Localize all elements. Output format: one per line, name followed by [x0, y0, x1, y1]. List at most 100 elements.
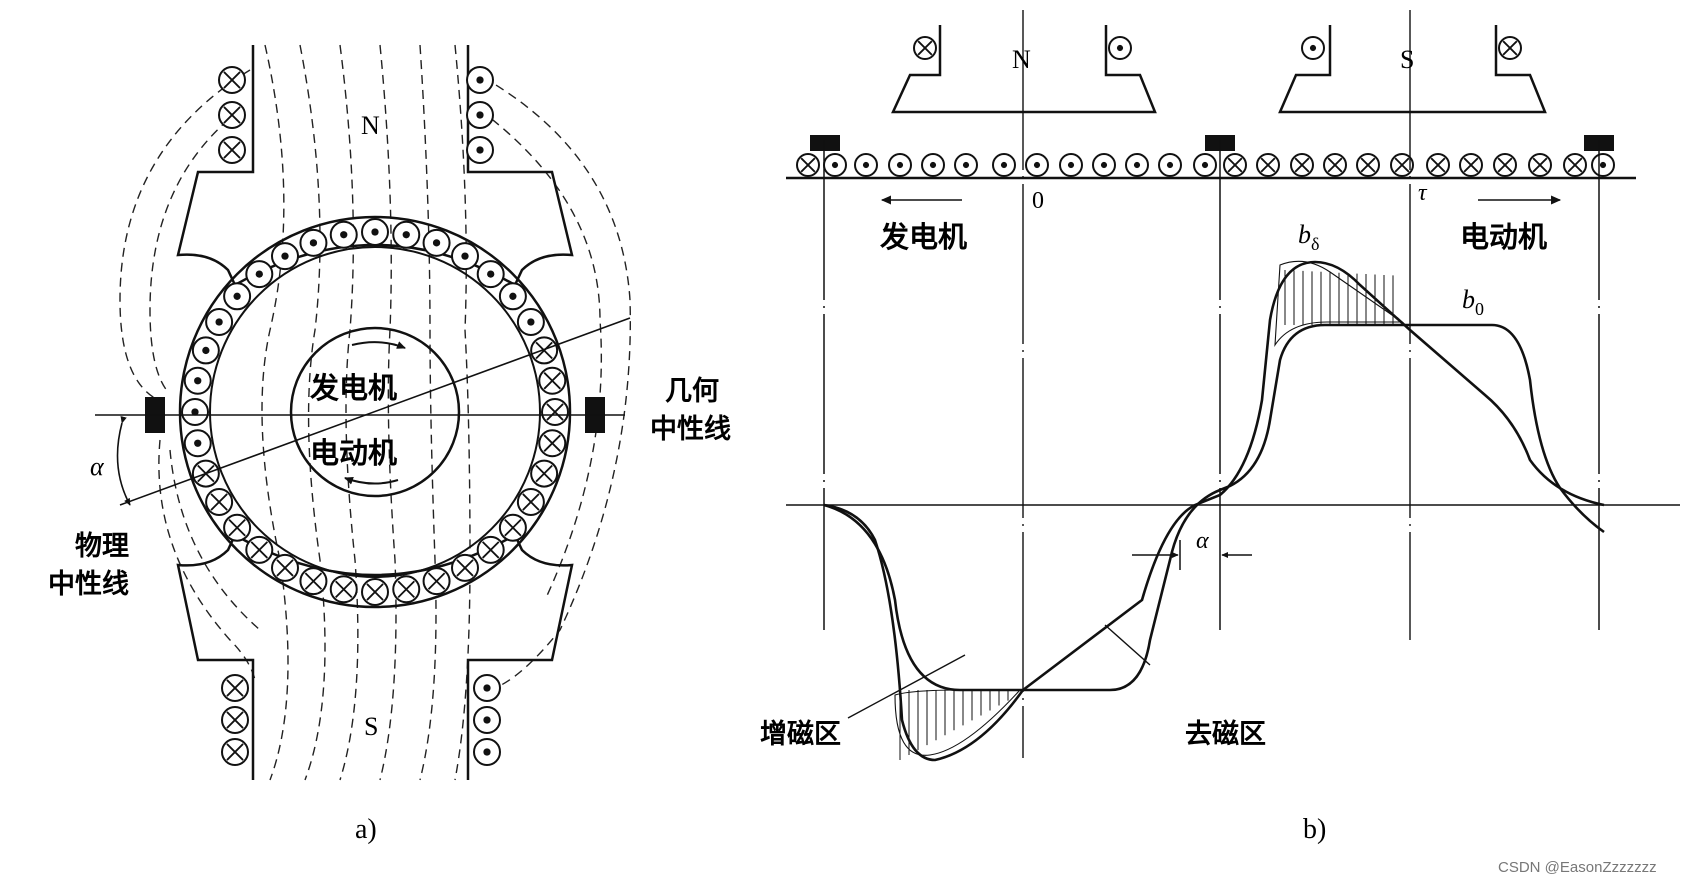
- panel-a-machine-cross-section: N S 发电机 电动机 几何 中性线 物理 中性线 α a): [48, 44, 731, 845]
- hatch-lines: [899, 270, 1394, 760]
- magnetizing-zone-label: 增磁区: [760, 718, 841, 750]
- flux-line: [261, 44, 289, 781]
- conductor-dot-icon: [392, 220, 421, 249]
- pole-coils: [913, 36, 1522, 60]
- pole-coil-cross-icon: [913, 36, 937, 60]
- armature-dot-icon: [992, 153, 1016, 177]
- pole-coil-cross-icon: [1498, 36, 1522, 60]
- armature-dot-icon: [1025, 153, 1049, 177]
- b-delta-curve: [823, 260, 1605, 762]
- flux-line: [169, 449, 261, 631]
- b-delta-subscript: δ: [1311, 234, 1319, 254]
- field-coil-dot-icon: [466, 101, 494, 129]
- flux-line: [299, 44, 326, 781]
- flux-line: [149, 109, 241, 393]
- brush-b-left: [810, 135, 840, 151]
- field-coils: [218, 66, 501, 766]
- conductor-dot-icon: [516, 308, 545, 336]
- armature-cross-icon: [1459, 153, 1483, 177]
- conductor-cross-icon: [271, 553, 299, 582]
- armature-cross-icon: [1528, 153, 1552, 177]
- conductor-cross-icon: [329, 575, 358, 604]
- conductor-dot-icon: [181, 398, 209, 426]
- conductor-dot-icon: [191, 336, 220, 365]
- conductor-cross-icon: [530, 336, 559, 365]
- b0-curve: [823, 323, 1605, 692]
- conductor-dot-icon: [299, 228, 328, 257]
- conductor-dot-icon: [498, 282, 527, 311]
- b-delta-label: bδ: [1298, 220, 1319, 254]
- armature-dot-icon: [823, 153, 847, 177]
- armature-dot-icon: [854, 153, 878, 177]
- field-coil-cross-icon: [218, 136, 246, 164]
- conductor-dot-icon: [183, 429, 212, 458]
- demagnetizing-zone-label: 去磁区: [1185, 719, 1266, 750]
- armature-dot-icon: [1059, 153, 1083, 177]
- conductor-cross-icon: [530, 459, 559, 488]
- angle-alpha-arc: [116, 415, 131, 506]
- armature-conductors: [181, 218, 569, 606]
- armature-dot-icon: [1092, 153, 1116, 177]
- armature-cross-icon: [1390, 153, 1414, 177]
- conductor-cross-icon: [361, 578, 389, 606]
- panel-b-caption: b): [1303, 814, 1326, 845]
- north-pole-label: N: [361, 111, 380, 140]
- geometric-neutral-label-line2: 中性线: [650, 414, 731, 445]
- field-coil-cross-icon: [218, 101, 246, 129]
- armature-dot-icon: [1193, 153, 1217, 177]
- armature-cross-icon: [796, 153, 820, 177]
- armature-dot-icon: [888, 153, 912, 177]
- flux-line: [379, 44, 397, 781]
- conductor-cross-icon: [516, 488, 545, 516]
- south-pole-body: [176, 533, 574, 780]
- conductor-cross-icon: [498, 513, 527, 542]
- conductor-dot-icon: [329, 220, 358, 249]
- tau-label: τ: [1418, 180, 1428, 206]
- south-pole-label: S: [364, 712, 378, 741]
- hatch-demagnetize-s-left: [1274, 260, 1404, 348]
- conductor-cross-icon: [205, 488, 234, 516]
- conductor-cross-icon: [245, 535, 274, 564]
- armature-cross-icon: [1223, 153, 1247, 177]
- shaft: [289, 326, 461, 498]
- armature-cross-icon: [1563, 153, 1587, 177]
- armature-dot-icon: [1125, 153, 1149, 177]
- armature-dot-icon: [921, 153, 945, 177]
- generator-label-b: 发电机: [879, 220, 967, 254]
- armature-outer: [178, 215, 572, 609]
- field-coil-cross-icon: [218, 66, 246, 94]
- watermark: CSDN @EasonZzzzzzz: [1498, 859, 1657, 876]
- armature-cross-icon: [1256, 153, 1280, 177]
- conductor-cross-icon: [541, 398, 569, 426]
- conductor-cross-icon: [299, 567, 328, 596]
- conductor-cross-icon: [476, 535, 505, 564]
- conductor-dot-icon: [223, 282, 252, 311]
- north-pole-shoe: [891, 65, 1157, 114]
- b-zero-subscript: 0: [1475, 299, 1484, 319]
- hatch-magnetize-n-right: [894, 689, 1022, 756]
- conductor-dot-icon: [361, 218, 389, 246]
- field-coil-cross-icon: [221, 706, 249, 734]
- geometric-neutral-label-line1: 几何: [665, 376, 719, 407]
- b-zero-label: b0: [1462, 285, 1484, 319]
- field-coil-dot-icon: [473, 738, 501, 766]
- conductor-dot-icon: [451, 242, 479, 271]
- conductor-cross-icon: [392, 575, 421, 604]
- field-coil-cross-icon: [221, 674, 249, 702]
- conductor-cross-icon: [451, 553, 479, 582]
- pole-coil-dot-icon: [1108, 36, 1132, 60]
- armature-cross-icon: [1356, 153, 1380, 177]
- armature-dot-icon: [1158, 153, 1182, 177]
- panel-b-flux-distribution: N S 0 τ 发电机 电动机 bδ b0 α 增磁区 去磁区 b): [760, 10, 1680, 845]
- flux-line: [339, 44, 359, 781]
- armature-conductors-row: [796, 153, 1615, 177]
- armature-inner: [209, 246, 541, 578]
- conductor-dot-icon: [476, 260, 505, 289]
- conductor-dot-icon: [205, 308, 234, 336]
- zero-label: 0: [1032, 188, 1044, 214]
- flux-line: [469, 69, 632, 691]
- flux-line: [454, 44, 471, 781]
- motor-rotation-arrow: [344, 477, 399, 485]
- north-pole-label-b: N: [1012, 45, 1031, 74]
